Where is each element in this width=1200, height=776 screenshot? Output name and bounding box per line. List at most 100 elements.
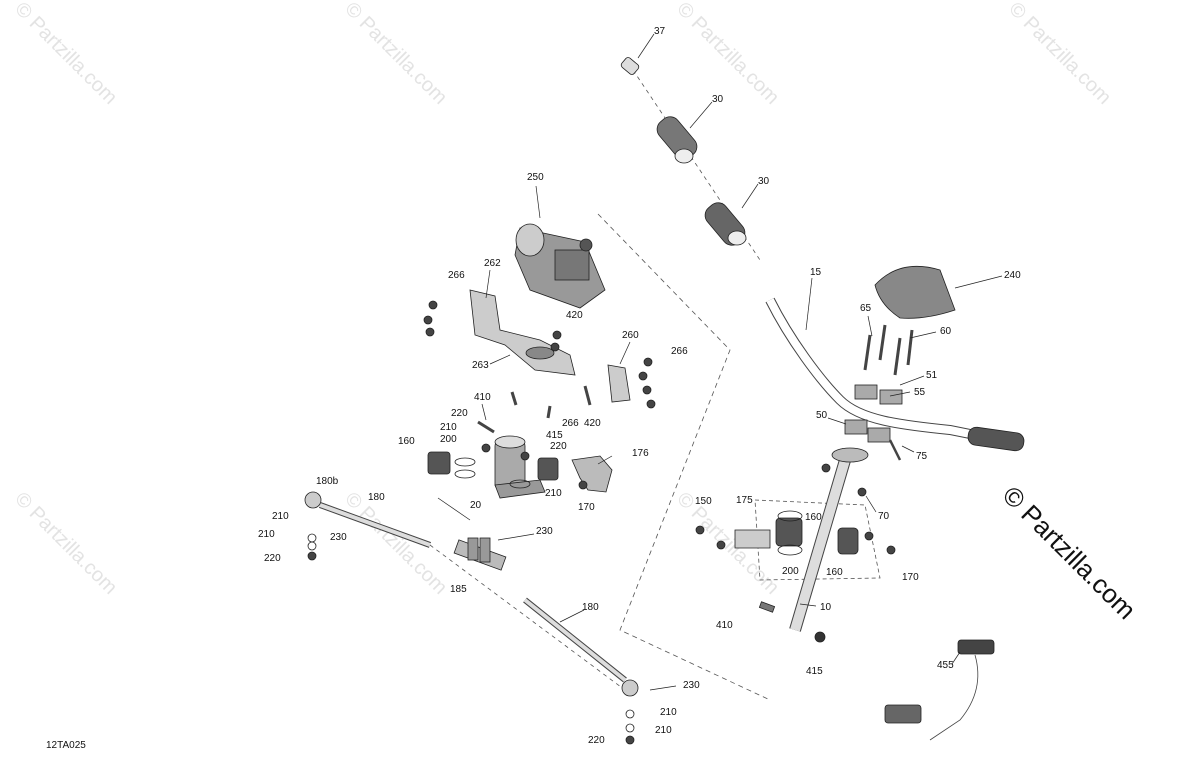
bolt xyxy=(477,420,495,434)
callout-label: 410 xyxy=(716,620,733,631)
callout-label: 51 xyxy=(926,370,938,381)
callout-label: 455 xyxy=(937,660,954,671)
callout-label: 420 xyxy=(566,310,583,321)
steering-arm-center xyxy=(453,537,507,571)
callout-label: 240 xyxy=(1004,270,1021,281)
callout-label: 230 xyxy=(536,526,553,537)
callout-label: 260 xyxy=(622,330,639,341)
grip-end-cap xyxy=(620,57,640,75)
washer xyxy=(625,723,635,733)
callout-label: 266 xyxy=(671,346,688,357)
nut xyxy=(695,525,705,535)
callout-label: 15 xyxy=(810,267,822,278)
bolt xyxy=(878,324,887,361)
callout-label: 262 xyxy=(484,258,501,269)
retainer-plate xyxy=(734,529,771,549)
callout-label: 415 xyxy=(806,666,823,677)
callout-label: 70 xyxy=(878,511,890,522)
wire-harness xyxy=(929,654,979,741)
callout-label: 250 xyxy=(527,172,544,183)
nut xyxy=(857,487,867,497)
connector xyxy=(884,704,922,724)
callout-label: 150 xyxy=(695,496,712,507)
callout-label: 180b xyxy=(316,476,339,487)
callout-label: 210 xyxy=(258,529,275,540)
callout-label: 180 xyxy=(582,602,599,613)
washer xyxy=(307,541,317,551)
callout-label: 180 xyxy=(368,492,385,503)
steering-column xyxy=(790,448,853,632)
callout-label: 210 xyxy=(655,725,672,736)
bolt xyxy=(546,405,552,419)
callout-label: 220 xyxy=(264,553,281,564)
dashed-axis xyxy=(632,69,761,261)
callout-label: 210 xyxy=(440,422,457,433)
callout-label: 160 xyxy=(805,512,822,523)
bracket-hole xyxy=(525,346,555,360)
nut xyxy=(716,540,726,550)
callout-label: 210 xyxy=(545,488,562,499)
callout-label: 420 xyxy=(584,418,601,429)
nut xyxy=(520,451,530,461)
nut xyxy=(638,371,648,381)
bolt xyxy=(893,337,902,376)
callout-label: 170 xyxy=(902,572,919,583)
nut xyxy=(642,385,652,395)
callout-label: 185 xyxy=(450,584,467,595)
connector xyxy=(957,639,995,655)
callout-label: 55 xyxy=(914,387,926,398)
bolt xyxy=(583,385,592,406)
o-ring xyxy=(777,510,803,522)
handlebar-clamp xyxy=(854,384,878,400)
diagram-code: 12TA025 xyxy=(46,740,86,751)
dashed-axis xyxy=(429,544,626,691)
tie-rod xyxy=(523,598,627,682)
callout-label: 263 xyxy=(472,360,489,371)
grip xyxy=(656,116,698,164)
nut xyxy=(578,480,588,490)
callout-label: 170 xyxy=(578,502,595,513)
callout-label: 37 xyxy=(654,26,666,37)
nut xyxy=(423,315,433,325)
callout-label: 60 xyxy=(940,326,952,337)
o-ring xyxy=(454,469,476,479)
handlebar-cover xyxy=(874,265,956,319)
handlebar-clamp xyxy=(867,427,891,443)
mounting-bracket xyxy=(607,364,631,403)
bolt xyxy=(863,334,872,371)
callout-label: 30 xyxy=(712,94,724,105)
nut xyxy=(886,545,896,555)
nut xyxy=(864,531,874,541)
grip xyxy=(704,202,747,246)
callout-label: 210 xyxy=(660,707,677,718)
nut xyxy=(646,399,656,409)
handlebar xyxy=(766,298,991,442)
bushing xyxy=(427,451,451,475)
handlebar-grip xyxy=(967,426,1025,452)
callout-label: 210 xyxy=(272,511,289,522)
callout-label: 220 xyxy=(451,408,468,419)
o-ring xyxy=(454,457,476,467)
nut xyxy=(643,357,653,367)
bolt xyxy=(888,439,902,461)
bushing xyxy=(837,527,859,555)
callout-label: 10 xyxy=(820,602,832,613)
callout-label: 415 xyxy=(546,430,563,441)
nut xyxy=(625,735,635,745)
bolt xyxy=(906,329,914,366)
o-ring xyxy=(777,544,803,556)
tie-rod-end xyxy=(304,491,322,509)
callout-label: 200 xyxy=(440,434,457,445)
nut xyxy=(425,327,435,337)
mounting-bracket xyxy=(571,455,613,493)
dashed-outline xyxy=(597,213,771,701)
bushing xyxy=(537,457,559,481)
callout-label: 266 xyxy=(562,418,579,429)
callout-label: 20 xyxy=(470,500,482,511)
bushing xyxy=(775,517,803,547)
callout-label: 200 xyxy=(782,566,799,577)
callout-label: 410 xyxy=(474,392,491,403)
tie-rod xyxy=(319,503,431,547)
bolt xyxy=(758,601,776,613)
